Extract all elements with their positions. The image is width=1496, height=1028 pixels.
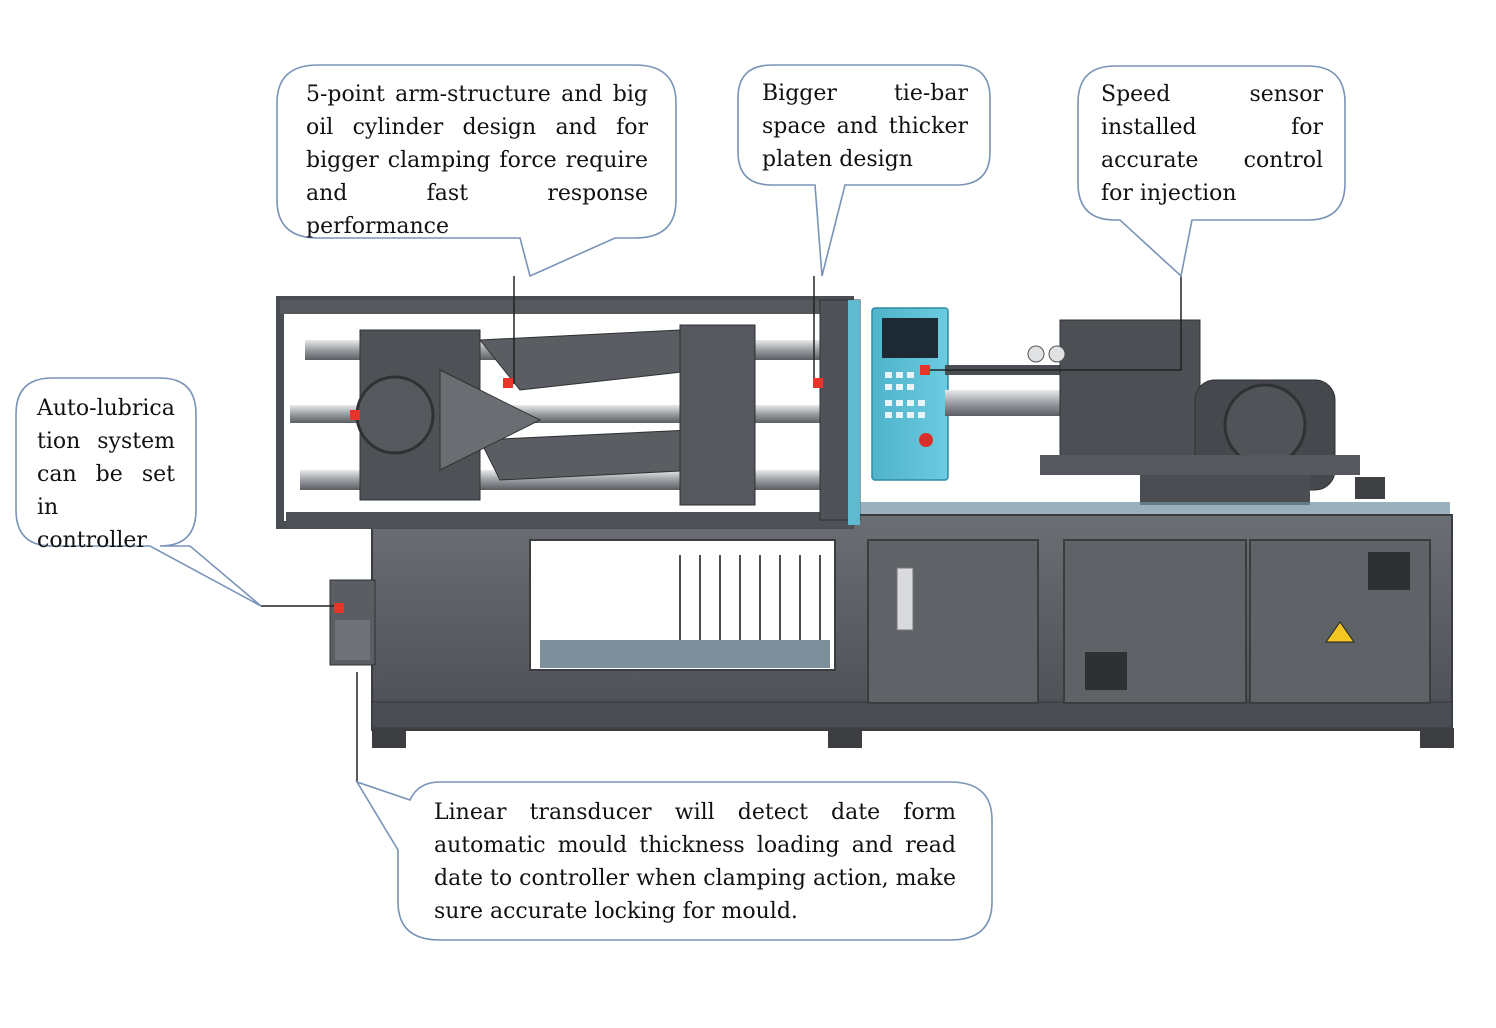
marker-tie-bar-lower bbox=[350, 410, 360, 420]
callout-arm-structure: 5-point arm-structure and big oil cylind… bbox=[306, 82, 648, 239]
injection-molding-machine bbox=[276, 296, 1454, 748]
callout-linear-transducer: Linear transducer will detect date form … bbox=[434, 800, 956, 924]
callout-bubble-tie-bar bbox=[737, 64, 991, 277]
callout-bubble-transducer bbox=[355, 780, 993, 941]
callout-bubble-arm-structure bbox=[276, 64, 677, 278]
leader-lines bbox=[261, 276, 1182, 782]
callout-bubbles bbox=[15, 64, 1346, 941]
feature-markers bbox=[334, 365, 930, 613]
marker-lubrication bbox=[334, 603, 344, 613]
callout-tie-bar: Bigger tie-bar space and thicker platen … bbox=[762, 81, 968, 172]
marker-arm-structure bbox=[503, 378, 513, 388]
callout-bubble-speed-sensor bbox=[1077, 65, 1346, 278]
callout-auto-lubrication: Auto-lubrica tion system can be set in c… bbox=[37, 396, 175, 553]
marker-tie-bar bbox=[813, 378, 823, 388]
marker-speed-sensor bbox=[920, 365, 930, 375]
callout-bubble-lubrication bbox=[15, 377, 262, 607]
callout-speed-sensor: Speed sensor installed for accurate cont… bbox=[1101, 82, 1323, 206]
